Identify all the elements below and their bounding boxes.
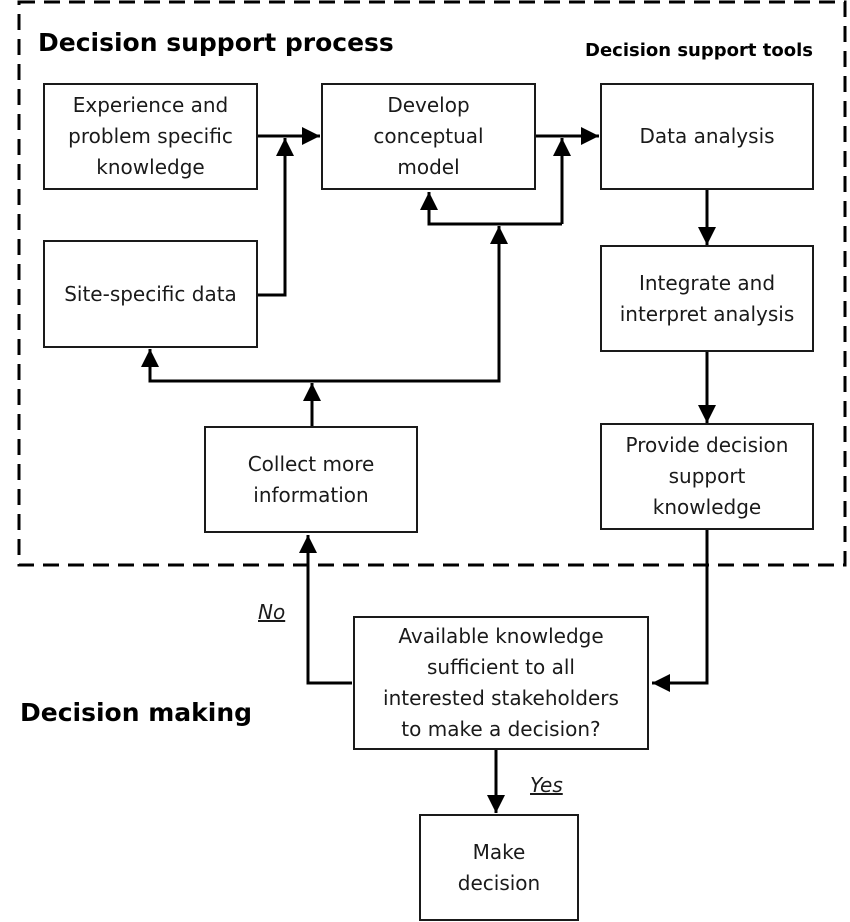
box-integrate-interpret: Integrate and interpret analysis bbox=[600, 245, 814, 352]
section-title-process: Decision support process bbox=[38, 28, 394, 57]
box-make-decision: Make decision bbox=[419, 814, 579, 921]
box-data-analysis: Data analysis bbox=[600, 83, 814, 190]
box-site-specific-data: Site-specific data bbox=[43, 240, 258, 348]
box-provide-decision-support: Provide decision support knowledge bbox=[600, 423, 814, 530]
box-develop-conceptual-model: Develop conceptual model bbox=[321, 83, 536, 190]
arrow-feedback-to-loop bbox=[312, 226, 508, 383]
section-title-decision-making: Decision making bbox=[20, 698, 253, 727]
label-yes: Yes bbox=[530, 773, 563, 797]
decision-support-boundary bbox=[17, 0, 847, 567]
arrow-provide-to-question bbox=[652, 530, 709, 692]
box-experience-knowledge: Experience and problem specific knowledg… bbox=[43, 83, 258, 190]
arrow-site-data-to-model bbox=[257, 138, 294, 297]
box-decision-question: Available knowledge sufficient to all in… bbox=[353, 616, 649, 750]
box-collect-more-information: Collect more information bbox=[204, 426, 418, 533]
arrow-feedback-to-site-data bbox=[141, 349, 312, 383]
arrow-loop-to-model bbox=[420, 192, 562, 226]
arrow-no-to-collect bbox=[299, 535, 352, 685]
section-title-tools: Decision support tools bbox=[585, 40, 813, 61]
label-no: No bbox=[258, 600, 286, 624]
